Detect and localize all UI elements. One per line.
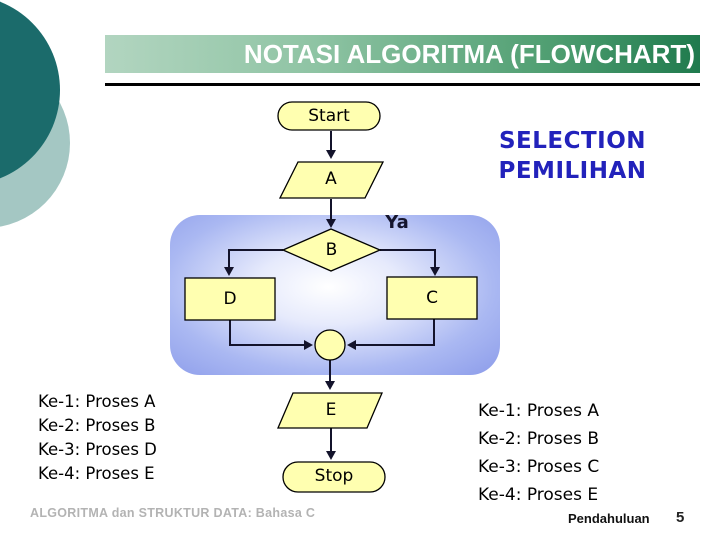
start-label: Start [308, 106, 350, 126]
output-e-label: E [325, 400, 337, 420]
trace-list-left: Ke-1: Proses A Ke-2: Proses B Ke-3: Pros… [38, 390, 157, 486]
page-title: NOTASI ALGORITMA (FLOWCHART) [105, 35, 700, 73]
subtitle-line-1: SELECTION [498, 128, 647, 154]
arrow-b-to-c [380, 249, 436, 267]
subtitle: SELECTION PEMILIHAN [460, 126, 685, 186]
trace-list-right: Ke-1: Proses A Ke-2: Proses B Ke-3: Pros… [478, 397, 599, 509]
start-terminator-shape [277, 101, 381, 131]
arrow-d-to-connector [229, 320, 304, 346]
trace-left-line-4: Ke-4: Proses E [38, 464, 155, 483]
input-a-parallelogram [278, 161, 385, 199]
arrowhead-e-to-stop [326, 451, 336, 460]
trace-left-line-1: Ke-1: Proses A [38, 392, 156, 411]
arrowhead-a-to-b [326, 219, 336, 228]
footer-course-title: ALGORITMA dan STRUKTUR DATA: Bahasa C [30, 506, 316, 520]
footer-section-name: Pendahuluan [568, 511, 650, 526]
trace-right-line-2: Ke-2: Proses B [478, 429, 600, 449]
process-d-rect [184, 277, 276, 321]
trace-left-line-2: Ke-2: Proses B [38, 416, 156, 435]
footer-page-number: 5 [676, 509, 685, 526]
trace-right-line-3: Ke-3: Proses C [478, 457, 600, 477]
trace-right-line-4: Ke-4: Proses E [478, 485, 599, 505]
process-d-label: D [223, 289, 237, 309]
stop-label: Stop [314, 466, 354, 486]
decision-b-label: B [325, 240, 338, 260]
arrowhead-d-to-connector [304, 340, 313, 350]
arrowhead-c-to-connector [347, 340, 356, 350]
trace-right-line-1: Ke-1: Proses A [478, 401, 600, 421]
junction-circle [314, 329, 346, 361]
arrow-c-to-connector [356, 319, 435, 346]
arrowhead-start-to-a [326, 150, 336, 159]
input-a-label: A [325, 169, 337, 189]
output-e-parallelogram [277, 392, 383, 429]
subtitle-line-2: PEMILIHAN [498, 158, 647, 184]
process-c-label: C [426, 288, 438, 308]
arrowhead-connector-to-e [325, 381, 335, 390]
arrowhead-b-to-c [430, 267, 440, 276]
decision-b-diamond [281, 228, 382, 272]
process-c-rect [386, 276, 478, 320]
title-underline [105, 83, 700, 86]
arrowhead-b-to-d [224, 267, 234, 276]
trace-left-line-3: Ke-3: Proses D [38, 440, 157, 459]
arrow-b-to-d [228, 249, 283, 267]
stop-terminator-shape [282, 461, 386, 493]
branch-yes-label: Ya [385, 212, 409, 233]
